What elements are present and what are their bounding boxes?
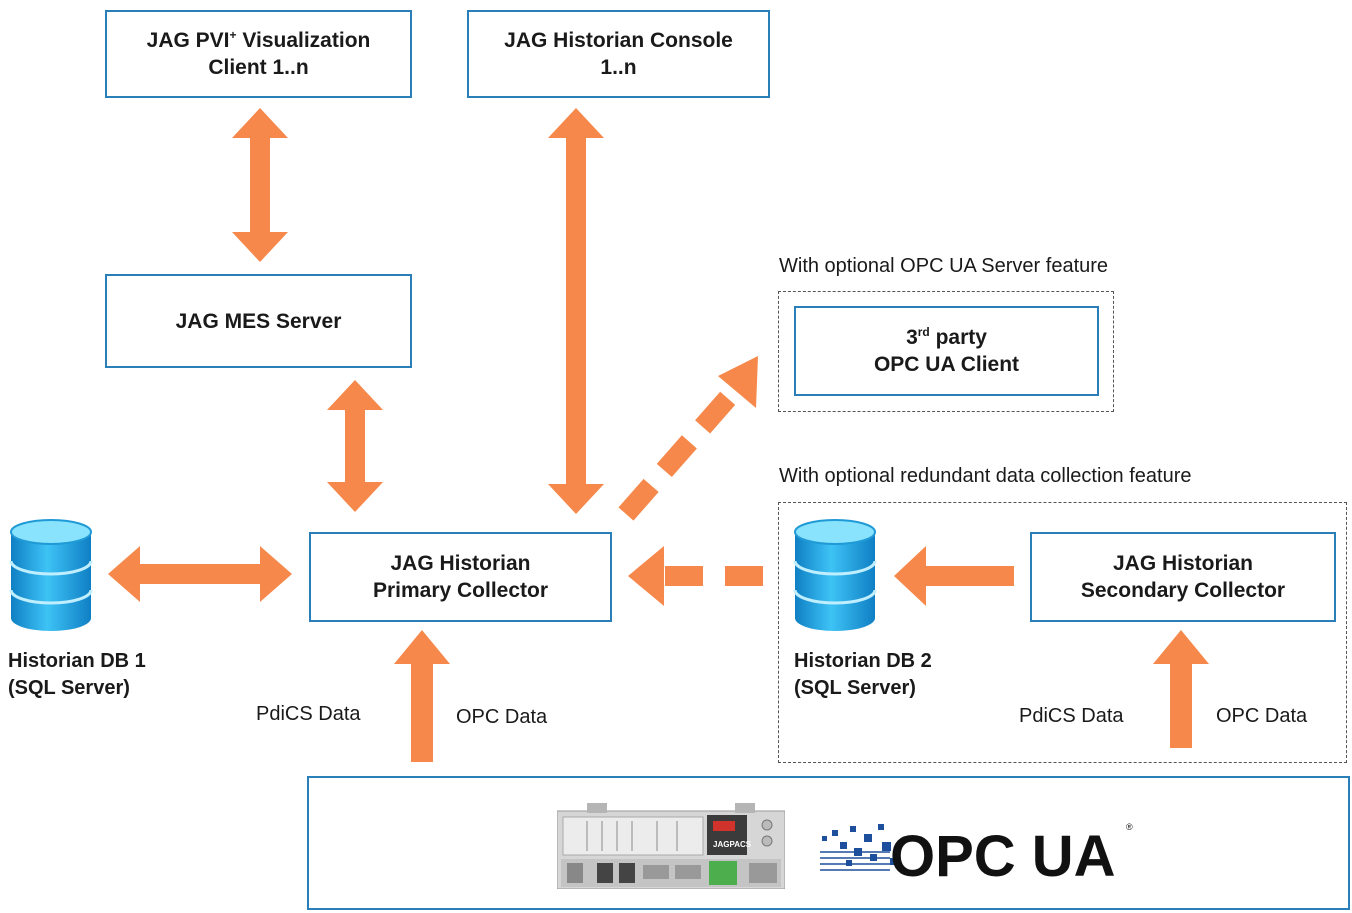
console-line2: 1..n (600, 56, 637, 79)
console-line1: JAG Historian Console (504, 29, 733, 52)
redundant-feature-region (778, 502, 1347, 763)
redundant-feature-note: With optional redundant data collection … (779, 465, 1192, 487)
primary-opc-data-label: OPC Data (456, 706, 548, 728)
arrow-device-primary (394, 630, 450, 762)
opc-server-feature-note: With optional OPC UA Server feature (779, 255, 1109, 277)
arrow-db2-primary-head (628, 546, 664, 606)
opc-client-line1: 3rd party (906, 325, 987, 349)
arrow-primary-opcclient-head (718, 356, 758, 408)
primary-collector-line2: Primary Collector (372, 579, 549, 602)
arrow-mes-primary (327, 380, 383, 512)
controller-hardware-image: JAGPACS (557, 803, 785, 889)
db1-name: Historian DB 1 (8, 650, 146, 672)
db1-label: Historian DB 1 (SQL Server) (8, 648, 146, 702)
database-icon-db1 (9, 519, 93, 631)
secondary-collector-line2: Secondary Collector (1080, 579, 1286, 602)
primary-collector-box: JAG Historian Primary Collector (309, 532, 612, 622)
pvi-visualization-client-box: JAG PVI+ Visualization Client 1..n (105, 10, 412, 98)
arrow-secondary-db2 (894, 546, 1014, 606)
db1-type: (SQL Server) (8, 677, 130, 699)
mes-server-box: JAG MES Server (105, 274, 412, 368)
secondary-collector-line1: JAG Historian (1112, 552, 1254, 575)
opc-ua-client-box: 3rd party OPC UA Client (794, 306, 1099, 396)
db2-name: Historian DB 2 (794, 650, 932, 672)
secondary-pdics-data-label: PdiCS Data (1019, 705, 1124, 727)
historian-console-box: JAG Historian Console 1..n (467, 10, 770, 98)
secondary-collector-box: JAG Historian Secondary Collector (1030, 532, 1336, 622)
data-source-box (307, 776, 1350, 910)
arrow-console-primary (548, 108, 604, 514)
arrow-db1-primary (108, 546, 292, 602)
primary-pdics-data-label: PdiCS Data (256, 703, 361, 725)
secondary-opc-data-label: OPC Data (1216, 705, 1308, 727)
opc-ua-logo-text: OPC UA (890, 824, 1116, 884)
opc-client-line2: OPC UA Client (873, 353, 1020, 376)
arrow-device-secondary (1153, 630, 1209, 748)
arrow-primary-opcclient-dashed (618, 383, 743, 521)
pvi-client-line1: JAG PVI+ Visualization (146, 28, 371, 52)
opc-ua-logo: OPC UA ® (820, 822, 1133, 884)
opc-server-feature-region (778, 291, 1114, 412)
primary-collector-line1: JAG Historian (390, 552, 531, 575)
mes-server-label: JAG MES Server (175, 309, 342, 333)
controller-brand-label: JAGPACS (713, 840, 752, 849)
pvi-client-line2: Client 1..n (208, 56, 309, 79)
db2-label: Historian DB 2 (SQL Server) (794, 648, 932, 702)
database-icon-db2 (793, 519, 877, 631)
db2-type: (SQL Server) (794, 677, 916, 699)
arrow-pvi-mes (232, 108, 288, 262)
opc-ua-logo-registered: ® (1126, 822, 1133, 832)
